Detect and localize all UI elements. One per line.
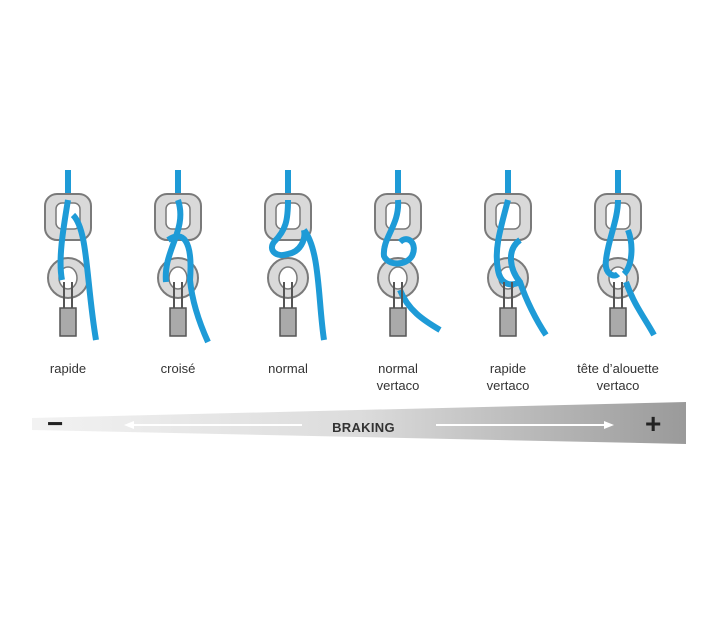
device-rapide — [18, 170, 118, 355]
minus-sign: − — [47, 408, 64, 439]
normal-vertaco-illustration — [374, 170, 442, 337]
device-normal — [238, 170, 338, 355]
caption-line: rapide — [489, 361, 527, 376]
device-normal-vertaco — [348, 170, 448, 355]
braking-wedge — [32, 402, 686, 444]
caption-normal-vertaco: normal vertaco — [338, 360, 458, 394]
plus-sign: + — [645, 408, 662, 439]
braking-label: BRAKING — [332, 420, 395, 435]
device-tete-alouette-vertaco — [568, 170, 668, 355]
caption-line: vertaco — [596, 378, 640, 393]
rapide-vertaco-illustration — [484, 170, 549, 337]
braking-scale — [32, 400, 686, 446]
caption-line: normal — [268, 361, 308, 376]
tete-alouette-vertaco-illustration — [594, 170, 657, 337]
caption-line: vertaco — [376, 378, 420, 393]
caption-line: tête d’alouette — [577, 361, 659, 376]
caption-croise: croisé — [118, 360, 238, 377]
caption-line: croisé — [160, 361, 196, 376]
caption-line: normal — [378, 361, 418, 376]
rapide-illustration — [44, 170, 99, 341]
caption-rapide: rapide — [8, 360, 128, 377]
caption-line: vertaco — [486, 378, 530, 393]
device-rapide-vertaco — [458, 170, 558, 355]
croise-illustration — [154, 170, 211, 344]
caption-line: rapide — [49, 361, 87, 376]
device-croise — [128, 170, 228, 355]
caption-tete-alouette-vertaco: tête d’alouette vertaco — [558, 360, 678, 394]
caption-rapide-vertaco: rapide vertaco — [448, 360, 568, 394]
normal-illustration — [264, 170, 327, 341]
caption-normal: normal — [228, 360, 348, 377]
